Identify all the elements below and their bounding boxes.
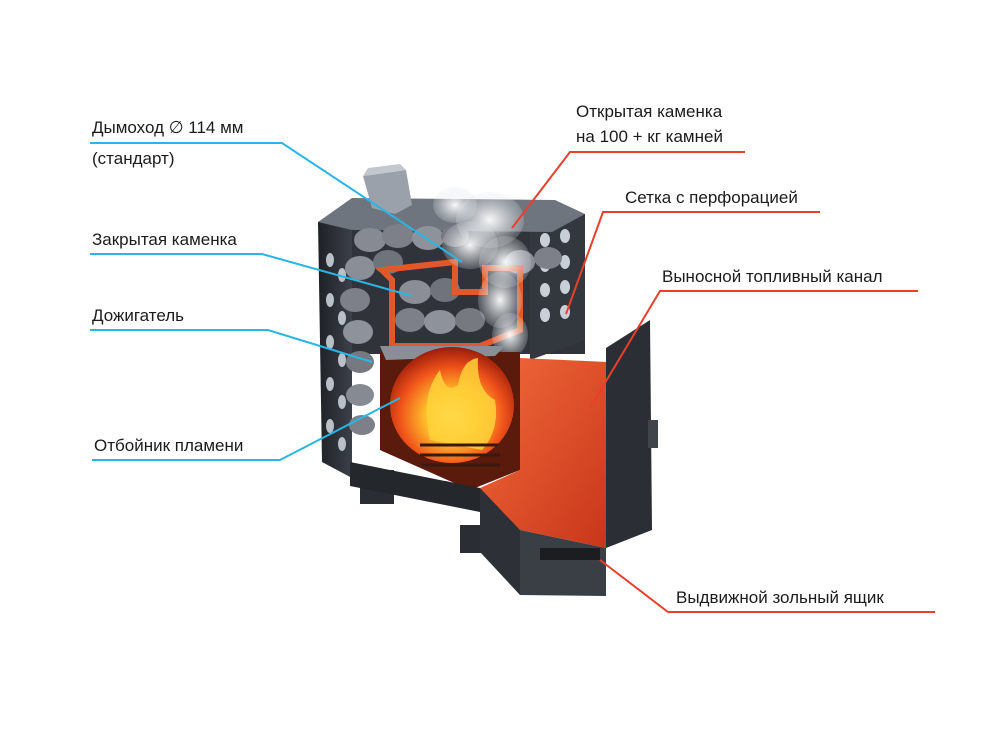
fuel-channel-front: [520, 530, 606, 596]
ash-drawer-callout-line: [599, 559, 935, 613]
chimney-callout-line: [90, 142, 463, 263]
ash-drawer: [540, 548, 600, 560]
label-perforated-mesh: Сетка с перфорацией: [625, 188, 798, 207]
label-open-stones: Открытая каменка: [576, 102, 723, 121]
fuel-door: [606, 320, 652, 548]
fuel-channel-wall: [480, 488, 520, 595]
label-ash-drawer: Выдвижной зольный ящик: [676, 588, 884, 607]
open-stones-callout-line: [511, 151, 745, 229]
closed-stones-callout-line: [90, 253, 413, 297]
left-wall-holes: [326, 253, 346, 451]
label-flame-deflector: Отбойник пламени: [94, 436, 244, 455]
chimney-pipe: [363, 170, 412, 214]
fire-grate: [420, 443, 500, 467]
mesh-holes: [540, 229, 570, 322]
label-chimney-standard: (стандарт): [92, 149, 175, 168]
afterburner-callout-line: [90, 329, 373, 363]
label-remote-fuel-channel: Выносной топливный канал: [662, 267, 883, 286]
label-closed-stones: Закрытая каменка: [92, 230, 237, 249]
label-afterburner: Дожигатель: [92, 306, 185, 325]
label-chimney: Дымоход ∅ 114 мм: [92, 118, 244, 137]
label-open-stones-capacity: на 100 + кг камней: [576, 127, 723, 146]
fuel-channel-interior: [480, 358, 608, 548]
fuel-channel-callout-line: [589, 290, 918, 409]
flame-deflector-callout-line: [92, 397, 401, 461]
mesh-callout-line: [565, 211, 820, 315]
